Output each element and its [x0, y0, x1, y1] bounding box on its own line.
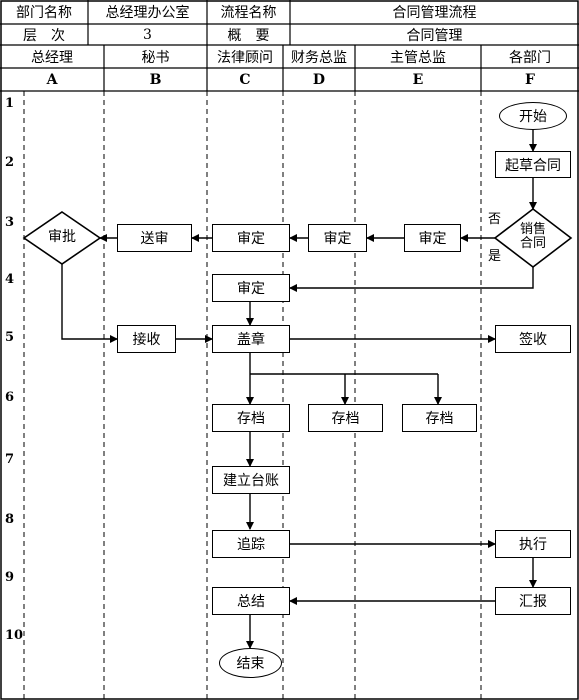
lane-letter-d: D	[312, 71, 326, 88]
sales-contract-diamond	[493, 207, 573, 269]
header-table: 部门名称 总经理办公室 流程名称 合同管理流程 层 次 3 概 要 合同管理 总…	[0, 0, 579, 92]
row-number-8: 8	[5, 512, 15, 527]
row-number-3: 3	[5, 215, 15, 230]
summary-value: 合同管理	[406, 27, 463, 44]
header-grid	[0, 0, 579, 92]
row-number-1: 1	[5, 96, 15, 111]
level-value: 3	[143, 26, 152, 43]
yes-label: 是	[488, 249, 502, 264]
connectors	[61, 130, 537, 649]
summary-label: 概 要	[227, 27, 270, 44]
legal-review-2-box: 审定	[212, 274, 290, 302]
archive-c-box: 存档	[212, 404, 290, 432]
level-label: 层 次	[23, 27, 65, 44]
lane-name-a: 总经理	[31, 49, 73, 66]
lane-letter-f: F	[525, 71, 535, 88]
start-node: 开始	[499, 102, 567, 130]
lane-name-d: 财务总监	[291, 49, 347, 66]
row-number-2: 2	[5, 155, 15, 170]
lane-letter-a: A	[46, 71, 58, 88]
sales-contract-label: 销售合同	[519, 222, 546, 251]
row-number-6: 6	[5, 390, 15, 405]
archive-d-box: 存档	[308, 404, 383, 432]
archive-e-box: 存档	[402, 404, 477, 432]
lane-letter-b: B	[149, 71, 162, 88]
execute-box: 执行	[495, 530, 571, 558]
end-node: 结束	[219, 648, 282, 678]
lane-name-e: 主管总监	[390, 49, 446, 66]
lane-name-b: 秘书	[141, 49, 170, 66]
lane-letter-e: E	[412, 71, 424, 88]
process-label: 流程名称	[220, 5, 277, 21]
no-label: 否	[488, 212, 502, 227]
sign-receive-box: 签收	[495, 325, 571, 353]
dept-value: 总经理办公室	[105, 5, 190, 21]
approve-diamond	[22, 211, 102, 265]
approve-label: 审批	[48, 229, 76, 245]
report-box: 汇报	[495, 587, 571, 615]
receive-box: 接收	[117, 325, 176, 353]
row-number-9: 9	[5, 570, 15, 585]
legal-review-box: 审定	[212, 224, 290, 252]
row-number-10: 10	[5, 628, 24, 643]
submit-box: 送审	[117, 224, 192, 252]
stamp-box: 盖章	[212, 325, 290, 353]
ledger-box: 建立台账	[212, 466, 290, 494]
lane-name-f: 各部门	[509, 49, 551, 66]
row-number-4: 4	[5, 272, 15, 287]
summary-box: 总结	[212, 587, 290, 615]
supervisor-review-box: 审定	[404, 224, 461, 252]
finance-review-box: 审定	[308, 224, 367, 252]
draft-contract-box: 起草合同	[495, 151, 571, 178]
track-box: 追踪	[212, 530, 290, 558]
row-number-5: 5	[5, 330, 15, 345]
lane-name-c: 法律顾问	[217, 49, 273, 66]
dept-label: 部门名称	[16, 5, 72, 21]
process-value: 合同管理流程	[392, 5, 477, 21]
row-number-7: 7	[5, 452, 15, 467]
lane-letter-c: C	[239, 71, 251, 88]
